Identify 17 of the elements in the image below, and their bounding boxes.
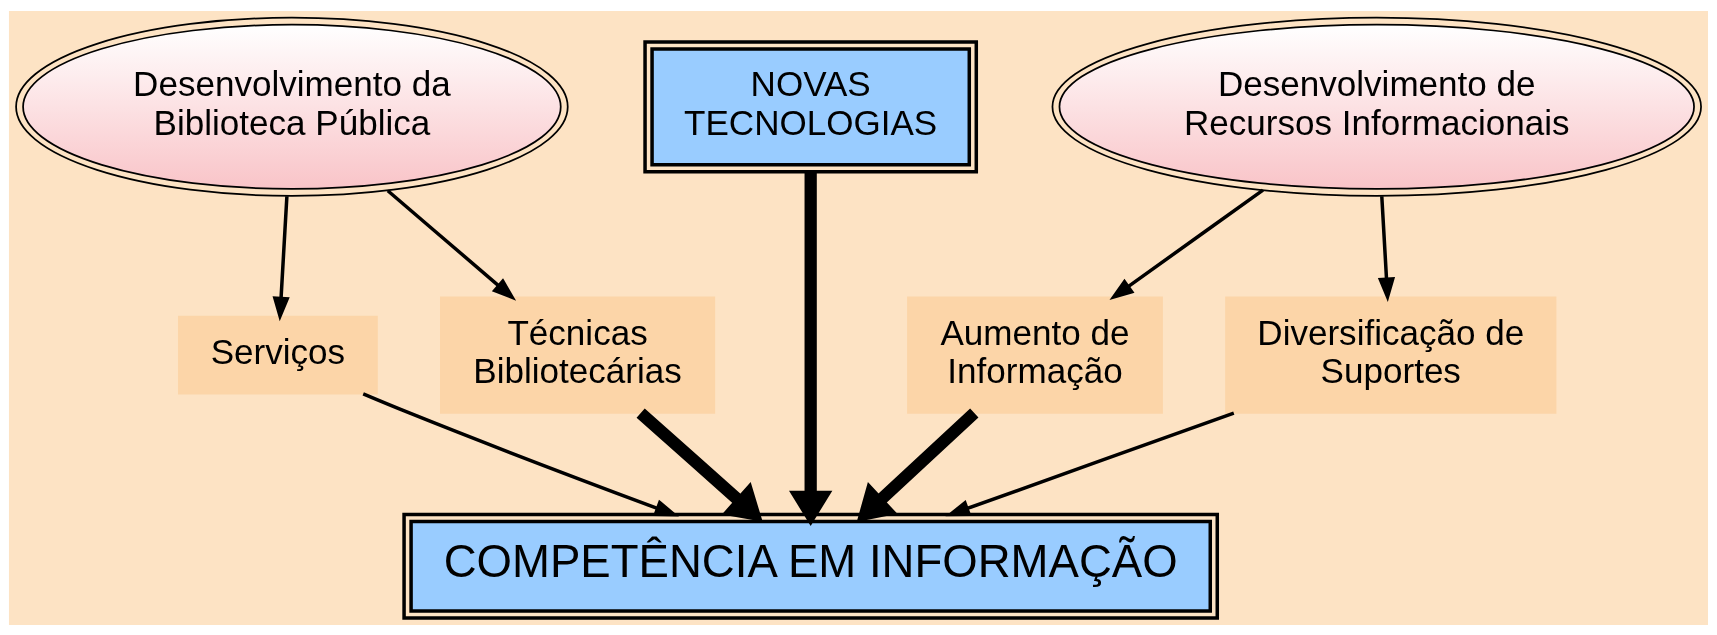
node-ellipse: Desenvolvimento de Recursos Informacionais: [1051, 16, 1702, 197]
node-box: Serviços: [178, 315, 378, 395]
arrow: [272, 195, 290, 321]
arrow: [386, 188, 517, 301]
arrow: [945, 410, 1235, 516]
arrow: [1109, 188, 1264, 300]
node-box: Diversificação de Suportes: [1225, 295, 1557, 414]
node-ellipse: Desenvolvimento da Biblioteca Pública: [15, 16, 569, 197]
node-box: Aumento de Informação: [907, 295, 1163, 414]
node-box: Técnicas Bibliotecárias: [440, 295, 716, 414]
arrow: [636, 407, 763, 522]
arrow: [789, 171, 833, 526]
node-box: NOVAS TECNOLOGIAS: [643, 39, 979, 173]
arrow: [1377, 195, 1396, 302]
node-box: COMPETÊNCIA EM INFORMAÇÃO: [402, 512, 1220, 620]
arrow: [856, 408, 979, 522]
arrow: [362, 391, 680, 516]
